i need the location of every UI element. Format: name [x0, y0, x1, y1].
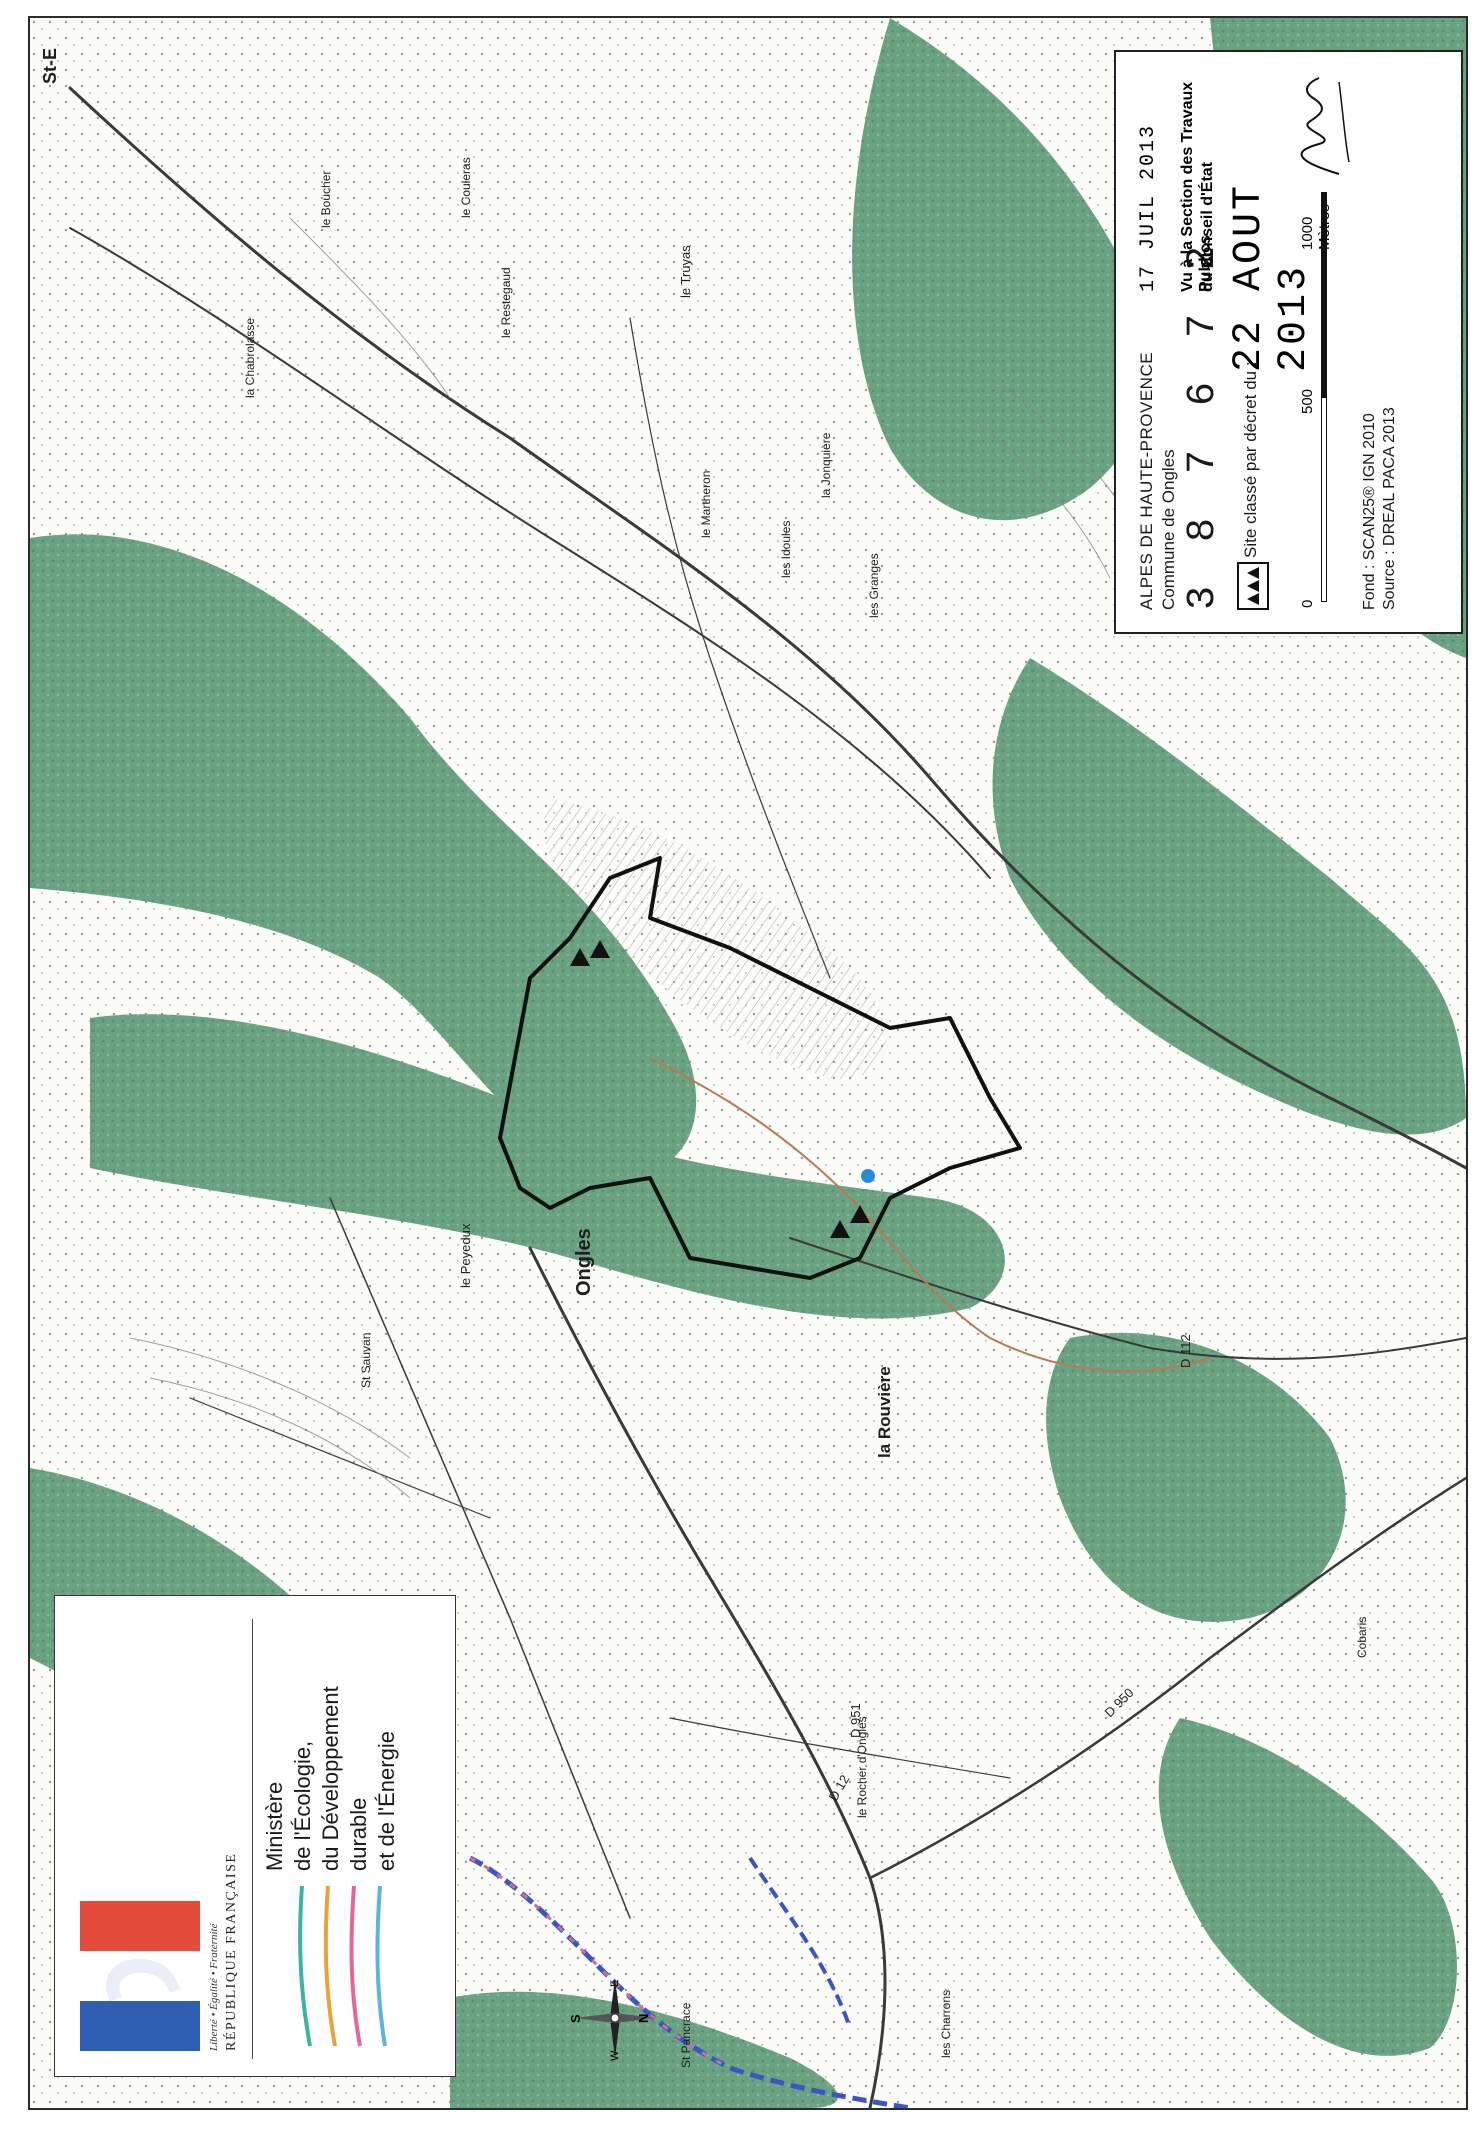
- scale-bar: 0 500 1000 Mètres: [1299, 190, 1339, 610]
- legend-stamp-date: 17 JUIL 2013: [1136, 123, 1160, 292]
- label-jonquiere: la Jonquière: [819, 432, 833, 498]
- site-marker-north-2: [590, 940, 610, 958]
- label-d951: D 951: [848, 1703, 863, 1738]
- classified-site-boundary: [498, 856, 1022, 1280]
- forest-right-1: [852, 18, 1151, 521]
- scale-bar-half: [1320, 397, 1327, 602]
- marianne-logo-icon: [80, 1901, 200, 2051]
- signature-image: [1300, 77, 1350, 175]
- road-d12-north: [68, 86, 1466, 1170]
- road-d951: [69, 227, 991, 879]
- republic-name: RÉPUBLIQUE FRANÇAISE: [224, 1852, 239, 2051]
- department-border-segment: [748, 1856, 852, 2029]
- label-ongles: Ongles: [573, 1228, 595, 1296]
- legend-source: Source : DREAL PACA 2013: [1380, 407, 1398, 610]
- department-border: [468, 1855, 911, 2108]
- label-boucher: le Boucher: [319, 171, 333, 228]
- label-idoules: les Idoules: [779, 521, 793, 578]
- label-truyas: le Truyas: [678, 245, 693, 298]
- road-local-2: [629, 317, 831, 979]
- legend-fond: Fond : SCAN25® IGN 2010: [1360, 413, 1378, 610]
- label-peyedux: le Peyedux: [458, 1223, 473, 1288]
- ministry-logo-block: Liberté • Égalité • Fraternité RÉPUBLIQU…: [54, 1595, 456, 2077]
- road-d112: [789, 1237, 1466, 1360]
- label-granges: les Granges: [867, 553, 881, 618]
- road-local-1: [329, 1197, 631, 1919]
- compass-s: S: [570, 2014, 583, 2023]
- compass-e: E: [609, 1980, 621, 1987]
- legend-stamp-number: 3 8 7 6 7 2: [1180, 235, 1226, 610]
- water-point: [861, 1169, 875, 1183]
- label-rocher: le Rocher d'Ongles: [855, 1716, 869, 1818]
- ministry-line4: durable: [346, 1797, 371, 1871]
- label-st-etienne: St-E: [40, 48, 60, 84]
- compass-w: W: [609, 2050, 621, 2061]
- ministry-line3: du Développement: [318, 1686, 343, 1871]
- site-marker-south: [830, 1220, 850, 1238]
- legend-section-line2: du Conseil d'État: [1198, 161, 1216, 292]
- label-d112: D 112: [1178, 1334, 1193, 1368]
- label-chabrolasse: la Chabrolasse: [243, 318, 257, 398]
- road-d12-south: [528, 1246, 887, 2108]
- road-local-3: [189, 1397, 491, 1519]
- scale-label-1000: 1000 Mètres: [1298, 204, 1333, 250]
- site-marker-south-2: [850, 1205, 870, 1223]
- label-couleras: le Couleras: [459, 157, 473, 218]
- ministry-line1: Ministère: [262, 1781, 287, 1871]
- label-pancrace: St Pancrace: [679, 2002, 693, 2068]
- forest-central: [90, 1014, 1005, 1319]
- forest-upper-band: [30, 534, 697, 1175]
- legend-department: ALPES DE HAUTE-PROVENCE: [1136, 351, 1156, 610]
- label-cobaris: Cobaris: [1355, 1617, 1369, 1658]
- ministry-divider: [252, 1619, 253, 2059]
- road-local-4: [669, 1717, 1011, 1779]
- label-rouviere: la Rouvière: [875, 1366, 894, 1458]
- map-legend: ALPES DE HAUTE-PROVENCE Commune de Ongle…: [1114, 50, 1463, 634]
- contour-lines: [129, 217, 1141, 1499]
- scale-label-500: 500: [1298, 388, 1316, 414]
- road-d950: [868, 1476, 1466, 1880]
- forest-bottom: [450, 1991, 838, 2108]
- road-network: [68, 86, 1466, 2108]
- river: [649, 1057, 1211, 1373]
- forest-right-3: [1046, 1332, 1346, 1622]
- label-martheron: le Martheron: [699, 471, 713, 538]
- republic-motto: Liberté • Égalité • Fraternité: [208, 1923, 220, 2051]
- scale-label-0: 0: [1298, 599, 1316, 608]
- compass-rose-icon: N S E W: [570, 1978, 655, 2061]
- ministry-stripes-icon: [298, 1885, 387, 2047]
- legend-commune: Commune de Ongles: [1158, 449, 1178, 610]
- forest-bottom-right: [1158, 1718, 1457, 2056]
- place-labels: Ongles la Rouvière le Peyedux les Grange…: [40, 48, 1369, 2068]
- label-charrons: les Charrons: [939, 1990, 953, 2058]
- label-restegaud: le Restegaud: [499, 267, 513, 338]
- site-markers: [570, 940, 870, 1238]
- ministry-line5: et de l'Énergie: [374, 1731, 399, 1871]
- forest-right-2: [992, 658, 1466, 1135]
- legend-content: ALPES DE HAUTE-PROVENCE Commune de Ongle…: [1129, 62, 1449, 622]
- ministry-content: Liberté • Égalité • Fraternité RÉPUBLIQU…: [60, 1601, 450, 2071]
- compass-n: N: [636, 2014, 651, 2023]
- site-marker-north: [570, 948, 590, 966]
- legend-site-label: Site classé par décret du :: [1240, 361, 1260, 558]
- label-sauvan: St Sauvan: [359, 1333, 373, 1388]
- ministry-line2: de l'Écologie,: [290, 1740, 315, 1871]
- classified-site-symbol-icon: [1236, 562, 1269, 610]
